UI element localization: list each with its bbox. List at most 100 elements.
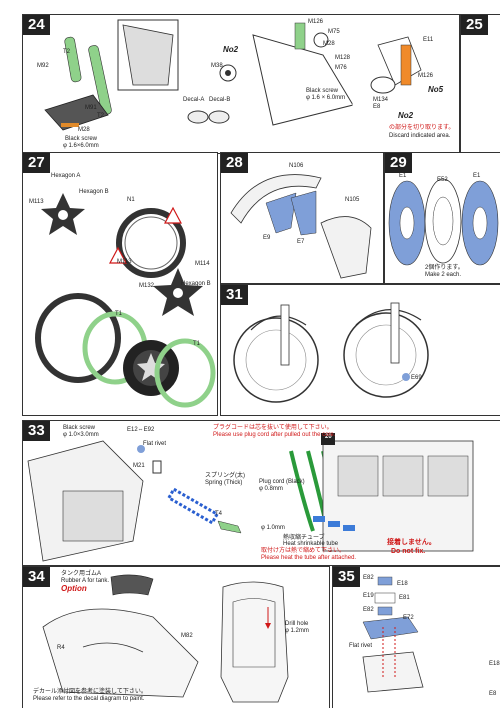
label-e69: E69	[411, 375, 422, 381]
label-no5: No5	[428, 85, 444, 94]
step-35-number: 35	[333, 567, 360, 587]
drill-hole-label: Drill hole	[285, 621, 309, 627]
label-m76: M76	[335, 65, 347, 71]
discard-note-jp: の部分を切り取ります。	[389, 125, 455, 131]
label-m28: M28	[78, 127, 90, 133]
tank-rubber-jp: タンク用ゴムA	[61, 571, 102, 577]
label-screw2-size: φ 1.6 × 6.0mm	[306, 95, 346, 101]
label-no2-b: No2	[398, 111, 414, 120]
label-t4: T4	[215, 511, 223, 517]
step-28-illustration	[230, 174, 372, 279]
label-m38: M38	[211, 63, 223, 69]
label-m113-b: M113	[117, 259, 132, 265]
drill-hole-size: φ 1.2mm	[285, 628, 309, 634]
step-34-illustration	[42, 574, 289, 703]
label-m126: M126	[308, 19, 324, 25]
label-e7: E7	[297, 239, 305, 245]
step-27-number: 27	[23, 153, 50, 173]
label-decal-a: Decal-A	[183, 97, 205, 103]
label-t2-b: T2	[97, 113, 105, 119]
tube-note-jp: 取付け方は熱で縮めて下さい。	[261, 548, 346, 554]
label-m91: M91	[85, 105, 97, 111]
step-27-illustration	[35, 193, 216, 408]
label-e82-b: E82	[363, 607, 374, 613]
option-label: Option	[61, 584, 87, 593]
step-28-panel: 28 N106 N105 E9 E7	[220, 152, 384, 284]
label-e1-a: E1	[399, 173, 407, 179]
label-black-screw: Black screw	[65, 136, 98, 142]
step-29-number: 29	[385, 153, 412, 173]
tank-rubber-en: Rubber A for tank.	[61, 578, 110, 584]
step-33-number: 33	[23, 421, 50, 441]
label-e9: E9	[263, 235, 271, 241]
step-29-panel: 29 E1 E52 E1 2個作ります。 Make 2 each.	[384, 152, 500, 284]
label-diameter-1mm: φ 1.0mm	[261, 525, 285, 531]
label-no2-a: No2	[223, 45, 239, 54]
plug-note-jp: プラグコードは芯を抜いて使用して下さい。	[213, 425, 333, 431]
label-flat-rivet-35: Flat rivet	[349, 643, 373, 649]
label-m114: M114	[195, 261, 210, 267]
label-plug-cord: Plug cord (Black)	[259, 479, 305, 485]
label-m28-b: M28	[323, 41, 335, 47]
label-t1-b: T1	[193, 341, 201, 347]
label-n105: N105	[345, 197, 360, 203]
tube-label-jp: 熱収縮チューブ	[283, 535, 325, 541]
label-m132: M132	[139, 283, 155, 289]
label-m75: M75	[328, 29, 340, 35]
label-screw-size-33: φ 1.0×3.0mm	[63, 432, 99, 438]
step-25-panel: 25	[460, 14, 500, 154]
label-hexagon-b-2: Hexagon B	[181, 281, 211, 287]
step-34-number: 34	[23, 567, 50, 587]
label-black-screw-33: Black screw	[63, 425, 96, 431]
step-34-panel: 34 タンク用ゴムA Rubber A for tank. Option R4 …	[22, 566, 330, 708]
label-n1: N1	[127, 197, 135, 203]
step-31-number: 31	[221, 285, 248, 305]
tube-label-en: Heat shrinkable tube	[283, 541, 339, 547]
label-m113: M113	[29, 199, 44, 205]
label-m92: M92	[37, 63, 49, 69]
label-r4: R4	[57, 645, 65, 651]
label-e12-e92: E12⇔E92	[127, 427, 155, 433]
label-m134: M134	[373, 97, 389, 103]
label-spring-jp: スプリング(太)	[205, 473, 245, 479]
decal-note-jp: デカール添付図を参考に塗装して下さい。	[33, 689, 147, 695]
step-25-number: 25	[461, 15, 488, 35]
label-e81: E81	[399, 595, 410, 601]
step-35-illustration	[362, 576, 424, 693]
discard-note-en: Discard indicated area.	[389, 133, 451, 139]
tube-note-en: Please heat the tube after attached.	[261, 555, 357, 561]
label-decal-b: Decal-B	[209, 97, 231, 103]
step-28-number: 28	[221, 153, 248, 173]
label-e18-b: E18	[489, 661, 500, 667]
no-fix-en: Do not fix.	[391, 548, 426, 555]
label-t1-a: T1	[115, 311, 123, 317]
label-t2-a: T2	[63, 49, 71, 55]
step-33-illustration	[27, 433, 474, 562]
label-e18: E18	[397, 581, 408, 587]
step-24-number: 24	[23, 15, 50, 35]
label-step-20-ref: 20	[325, 434, 332, 440]
label-flat-rivet-33: Flat rivet	[143, 441, 167, 447]
label-hexagon-b: Hexagon B	[79, 189, 109, 195]
label-e19: E19	[363, 593, 374, 599]
step-31-panel: 31 E69	[220, 284, 500, 416]
label-m126-b: M126	[418, 73, 434, 79]
label-plug-size: φ 0.8mm	[259, 486, 283, 492]
make-two-jp: 2個作ります。	[425, 265, 464, 271]
decal-note-en: Please refer to the decal diagram to pai…	[33, 696, 145, 702]
label-hexagon-a: Hexagon A	[51, 173, 81, 179]
label-spring-en: Spring (Thick)	[205, 480, 243, 486]
make-two-en: Make 2 each.	[425, 272, 462, 278]
label-e8: E8	[373, 104, 381, 110]
label-black-screw-2: Black screw	[306, 88, 339, 94]
label-e11: E11	[423, 37, 434, 43]
label-screw-size: φ 1.6×6.0mm	[63, 143, 99, 149]
label-e52: E52	[437, 177, 448, 183]
label-e72: E72	[403, 615, 414, 621]
plug-note-en: Please use plug cord after pulled out th…	[213, 432, 336, 438]
label-n106: N106	[289, 163, 304, 169]
step-33-panel: 33 Black screw φ 1.0×3.0mm E12⇔E92 Flat …	[22, 420, 500, 566]
label-e1-b: E1	[473, 173, 481, 179]
step-24-illustration	[44, 15, 459, 153]
label-e8-35: E8	[489, 691, 497, 697]
